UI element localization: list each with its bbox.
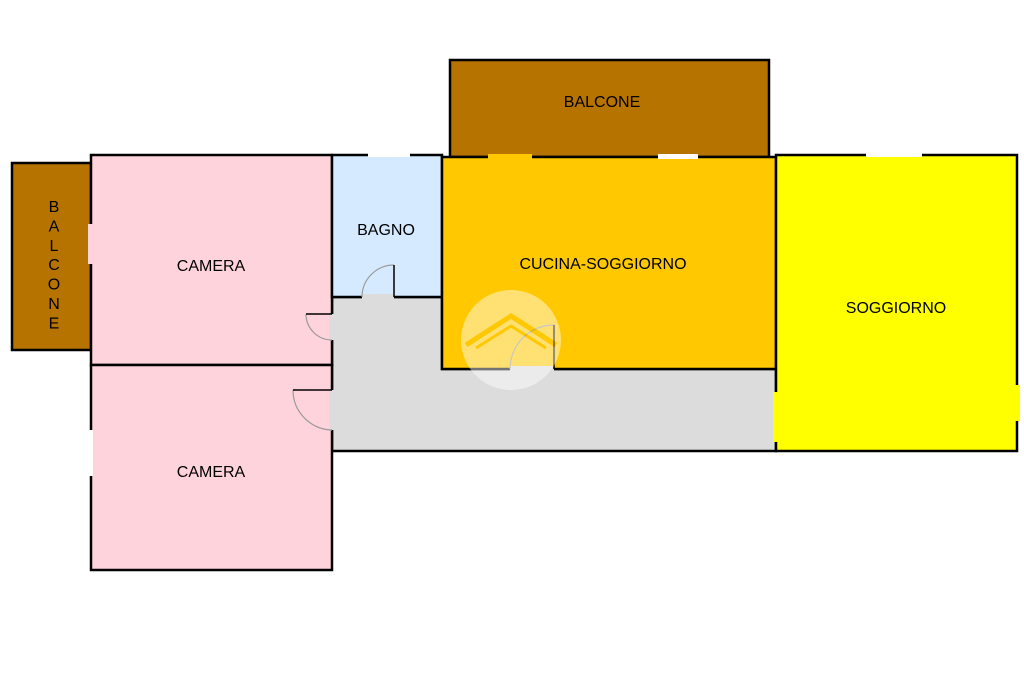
opening-soggiorno-left bbox=[773, 392, 779, 442]
room-soggiorno bbox=[774, 153, 1019, 453]
label-balcone-left-char: N bbox=[48, 296, 60, 313]
door-gap-cucina bbox=[510, 366, 554, 371]
door-gap-camera-top bbox=[329, 314, 334, 340]
room-balcone-left bbox=[10, 161, 93, 352]
door-balcone-cucina bbox=[488, 154, 532, 159]
label-camera-top: CAMERA bbox=[177, 258, 246, 275]
door-gap-camera-bottom bbox=[329, 390, 334, 430]
door-arc-camera-top bbox=[305, 313, 333, 341]
door-balcone-camera bbox=[88, 224, 93, 264]
label-balcone-left-char: O bbox=[48, 277, 60, 294]
label-balcone-left-char: L bbox=[50, 238, 59, 255]
window-balcone-top bbox=[658, 154, 698, 159]
door-arc-bagno bbox=[361, 264, 395, 298]
door-arc-cucina bbox=[509, 324, 555, 370]
label-balcone-left: BALCONE bbox=[48, 199, 60, 332]
label-soggiorno: SOGGIORNO bbox=[846, 300, 946, 317]
room-cucina-soggiorno bbox=[440, 155, 778, 371]
window-camera-bottom bbox=[88, 430, 93, 476]
home-logo-icon bbox=[461, 290, 561, 390]
window-soggiorno-top bbox=[866, 152, 922, 157]
label-balcone-left-char: B bbox=[49, 199, 60, 216]
window-soggiorno-right bbox=[1014, 385, 1020, 421]
label-camera-bottom: CAMERA bbox=[177, 464, 246, 481]
label-balcone-left-char: A bbox=[49, 218, 60, 235]
label-balcone-top: BALCONE bbox=[564, 94, 640, 111]
label-balcone-left-char: C bbox=[48, 257, 60, 274]
room-balcone-top bbox=[448, 58, 771, 159]
label-bagno: BAGNO bbox=[357, 222, 415, 239]
door-arc-camera-bottom bbox=[292, 389, 333, 431]
window-bagno bbox=[368, 152, 410, 157]
label-cucina-soggiorno: CUCINA-SOGGIORNO bbox=[519, 256, 686, 273]
door-gap-bagno bbox=[362, 294, 394, 299]
label-balcone-left-char: E bbox=[49, 315, 60, 332]
